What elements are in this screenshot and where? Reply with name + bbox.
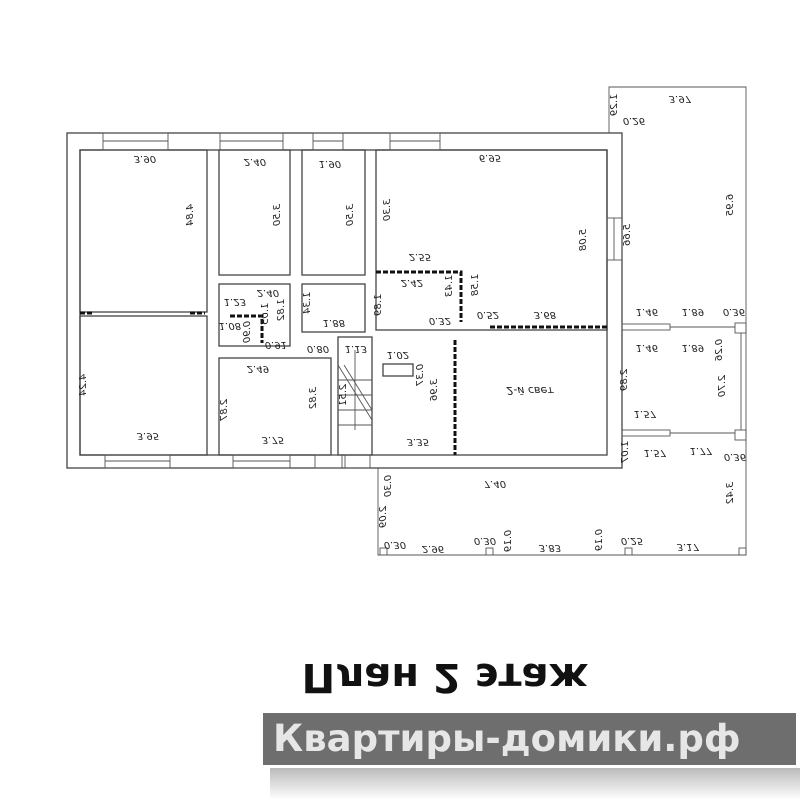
dim-label: 6.95 bbox=[479, 152, 501, 163]
watermark-banner: Квартиры-домики.рф bbox=[263, 713, 796, 765]
dim-label: 0.36 bbox=[724, 451, 746, 462]
dim-label: 2.49 bbox=[247, 363, 269, 374]
dim-label: 3.95 bbox=[137, 430, 159, 441]
dim-label: 3.90 bbox=[134, 153, 156, 164]
dim-label: 3.97 bbox=[669, 93, 692, 104]
dim-label: 3.68 bbox=[534, 309, 556, 320]
dim-label: 0.25 bbox=[621, 535, 643, 546]
dim-label: 0.90 bbox=[242, 321, 253, 343]
banner-shadow bbox=[270, 768, 800, 800]
dim-label: 0.36 bbox=[723, 306, 745, 317]
dim-label: 1.07 bbox=[620, 441, 631, 464]
dim-label: 3.50 bbox=[272, 204, 283, 226]
dim-label: 5.08 bbox=[578, 229, 589, 251]
dim-label: 3.50 bbox=[345, 204, 356, 226]
dim-label: 1.29 bbox=[609, 94, 620, 116]
dim-label: 1.46 bbox=[636, 342, 658, 353]
page-title: План 2 этаж bbox=[301, 654, 589, 700]
dim-label: 5.66 bbox=[622, 224, 633, 246]
walls bbox=[66, 132, 623, 469]
dim-label: 1.08 bbox=[219, 320, 241, 331]
dim-label: 0.30 bbox=[383, 475, 394, 497]
dim-label: 0.19 bbox=[594, 529, 605, 551]
dim-label: 0.30 bbox=[474, 535, 496, 546]
terrace bbox=[377, 86, 747, 556]
dim-label: 1.89 bbox=[373, 294, 384, 316]
dimension-labels: 3.90 2.40 1.90 6.95 3.97 1.29 0.26 4.84 … bbox=[78, 93, 746, 554]
dim-label: 1.46 bbox=[636, 306, 658, 317]
dim-label: 0.80 bbox=[307, 343, 329, 354]
dim-label: 1.89 bbox=[682, 342, 704, 353]
dim-label: 1.43 bbox=[444, 275, 455, 297]
dim-label: 1.82 bbox=[276, 299, 287, 321]
dim-label: 2.40 bbox=[257, 287, 279, 298]
dim-label: 1.13 bbox=[345, 343, 367, 354]
dim-label: 3.83 bbox=[539, 542, 561, 553]
dim-label: 0.37 bbox=[415, 364, 426, 387]
dim-label: 0.30 bbox=[384, 539, 406, 550]
room-label: 2-й свет bbox=[506, 384, 554, 397]
dim-label: 1.23 bbox=[224, 296, 246, 307]
dim-label: 4.24 bbox=[78, 374, 89, 396]
dim-label: 3.82 bbox=[308, 387, 319, 409]
dim-label: 2.51 bbox=[338, 384, 349, 406]
dim-label: 0.32 bbox=[429, 315, 451, 326]
dim-label: 2.09 bbox=[378, 506, 389, 528]
partitions bbox=[80, 270, 607, 455]
dim-label: 1.02 bbox=[387, 349, 409, 360]
dim-label: 1.57 bbox=[644, 447, 667, 458]
dim-label: 4.84 bbox=[185, 204, 196, 226]
dim-label: 3.42 bbox=[725, 482, 736, 504]
dim-label: 1.34 bbox=[302, 292, 313, 314]
dim-label: 1.77 bbox=[690, 445, 713, 456]
dim-label: 3.17 bbox=[677, 541, 700, 552]
dim-label: 3.35 bbox=[407, 436, 429, 447]
dim-label: 2.89 bbox=[619, 369, 630, 391]
dim-label: 0.91 bbox=[265, 339, 287, 350]
windows bbox=[102, 132, 623, 469]
dim-label: 1.89 bbox=[682, 306, 704, 317]
dim-label: 0.52 bbox=[477, 309, 499, 320]
dim-label: 1.58 bbox=[470, 274, 481, 296]
dim-label: 2.55 bbox=[409, 251, 431, 262]
dim-label: 1.57 bbox=[634, 408, 657, 419]
dim-label: 0.26 bbox=[623, 115, 645, 126]
dim-label: 3.96 bbox=[429, 379, 440, 401]
dim-label: 3.75 bbox=[262, 434, 284, 445]
dim-label: 1.90 bbox=[319, 158, 341, 169]
dim-label: 3.30 bbox=[382, 199, 393, 221]
dim-label: 2.70 bbox=[717, 375, 728, 397]
dim-label: 1.05 bbox=[260, 303, 271, 325]
dim-label: 0.19 bbox=[503, 530, 514, 552]
dim-label: 1.88 bbox=[323, 317, 345, 328]
dim-label: 0.26 bbox=[714, 339, 725, 361]
dim-label: 2.40 bbox=[244, 156, 266, 167]
dim-label: 7.40 bbox=[484, 478, 506, 489]
dim-label: 2.42 bbox=[401, 277, 423, 288]
stairs bbox=[337, 350, 373, 430]
dim-label: 6.95 bbox=[725, 194, 736, 216]
dim-label: 2.87 bbox=[219, 399, 230, 422]
dim-label: 2.96 bbox=[422, 543, 444, 554]
